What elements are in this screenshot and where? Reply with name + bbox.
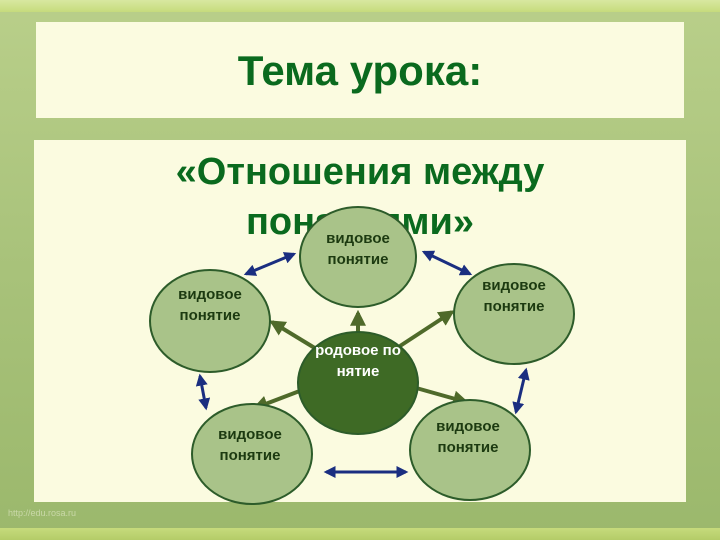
node-label-bottom-right: видовое понятие: [436, 418, 500, 456]
arrow-top-right: [421, 250, 473, 276]
node-label-top: видовое понятие: [326, 230, 390, 268]
node-top-circle: [299, 206, 417, 308]
node-bottom-right-circle: [409, 399, 531, 501]
arrow-center-to-left: [269, 320, 320, 352]
title-panel: [36, 22, 684, 118]
top-stripe: [0, 0, 720, 12]
center-node-circle: [297, 331, 419, 435]
node-label-bottom-left: видовое понятие: [218, 426, 282, 464]
bottom-stripe: [0, 528, 720, 540]
center-node-label: родовое понятие: [315, 342, 401, 380]
slide-title: Тема урока:: [237, 47, 483, 94]
node-label-left: видовое понятие: [178, 286, 242, 324]
node-left-circle: [149, 269, 271, 373]
arrow-center-to-right: [398, 310, 455, 348]
node-bottom-left-circle: [191, 403, 313, 505]
subtitle-line-1: «Отношения между: [175, 151, 545, 193]
node-label-right: видовое понятие: [482, 277, 546, 315]
arrow-right-bottom-right: [512, 367, 530, 415]
watermark: http://edu.rosa.ru: [8, 508, 77, 518]
arrow-left-top: [243, 252, 297, 276]
node-right-circle: [453, 263, 575, 365]
arrow-left-bottom-left: [195, 373, 211, 411]
